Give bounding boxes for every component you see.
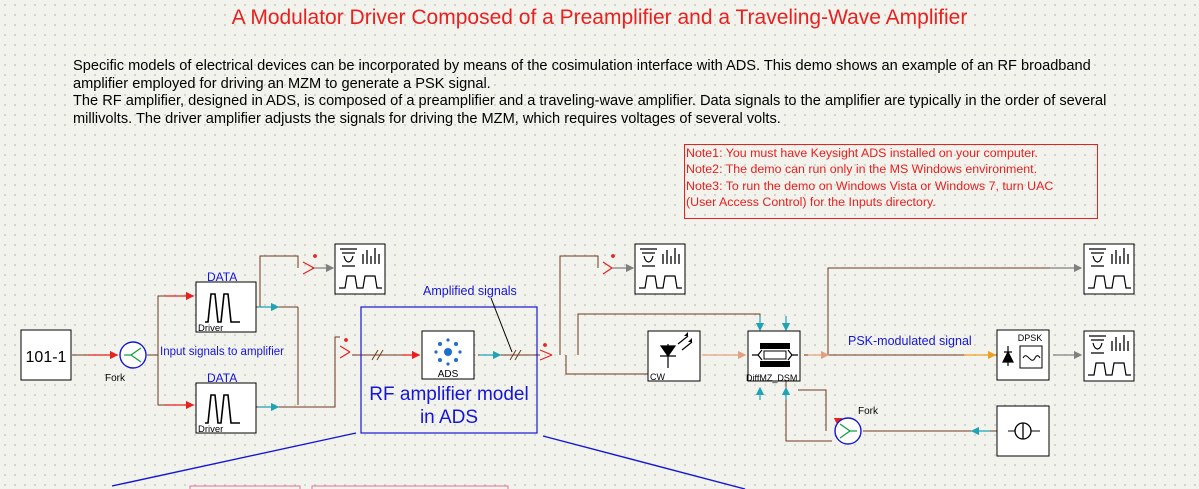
amplified-signals-label: Amplified signals <box>423 284 517 298</box>
rf-amplifier-model-box <box>360 306 538 434</box>
page-title: A Modulator Driver Composed of a Preampl… <box>231 6 968 29</box>
fork-label: Fork <box>105 373 126 384</box>
visualizer-4[interactable] <box>1083 330 1135 382</box>
data-label-2: DATA <box>207 371 237 385</box>
mzm-block[interactable] <box>747 330 801 382</box>
dpsk-receiver-block[interactable]: DPSK <box>996 329 1050 381</box>
visualizer-2[interactable] <box>634 243 686 295</box>
psk-label: PSK-modulated signal <box>848 334 972 348</box>
ads-label: ADS <box>438 369 459 380</box>
input-signals-label: Input signals to amplifier <box>160 346 284 358</box>
wire-break-marks <box>371 349 522 361</box>
fork-block-1[interactable] <box>119 341 147 369</box>
driver-label-1: Driver <box>198 323 223 334</box>
zoom-pointer-lines <box>111 432 746 489</box>
rf-model-label-line1: RF amplifier model <box>369 384 528 405</box>
visualizer-1[interactable] <box>334 243 386 295</box>
note-3: Note3: To run the demo on Windows Vista … <box>686 178 1054 193</box>
data-source-label: 101-1 <box>26 349 67 366</box>
driver-label-2: Driver <box>198 424 223 435</box>
rf-model-label-line2: in ADS <box>420 407 478 428</box>
dpsk-label: DPSK <box>1018 333 1043 343</box>
ads-block[interactable]: ADS <box>421 330 475 380</box>
note-1: Note1: You must have Keysight ADS instal… <box>686 146 1038 160</box>
cw-label: CW <box>650 372 665 382</box>
visualizer-3[interactable] <box>1083 243 1135 295</box>
amplified-signals-pointer <box>490 297 513 353</box>
data-source-block[interactable]: 101-1 <box>20 329 72 381</box>
description: Specific models of electrical devices ca… <box>73 58 1123 128</box>
fork2-label: Fork <box>858 406 879 417</box>
description-paragraph-1: Specific models of electrical devices ca… <box>73 58 1091 92</box>
note-2: Note2: The demo can run only in the MS W… <box>686 162 1038 177</box>
description-paragraph-2: The RF amplifier, designed in ADS, is co… <box>73 93 1107 127</box>
data-label-1: DATA <box>207 270 237 284</box>
signal-taps <box>302 254 615 361</box>
driver-block-2[interactable] <box>195 382 257 434</box>
notes-box: Note1: You must have Keysight ADS instal… <box>684 144 1098 219</box>
electrical-source-block[interactable] <box>996 405 1050 457</box>
signal-arrows <box>88 263 1083 436</box>
fork-block-2[interactable] <box>834 417 862 445</box>
note-3-continued: (User Access Control) for the Inputs dir… <box>686 194 936 209</box>
bottom-panels <box>189 485 509 489</box>
mzm-label: DiffMZ_DSM <box>746 373 797 383</box>
cw-laser-block[interactable]: CW <box>647 330 701 382</box>
ads-logo-icon <box>434 338 462 366</box>
driver-block-1[interactable] <box>195 281 257 333</box>
